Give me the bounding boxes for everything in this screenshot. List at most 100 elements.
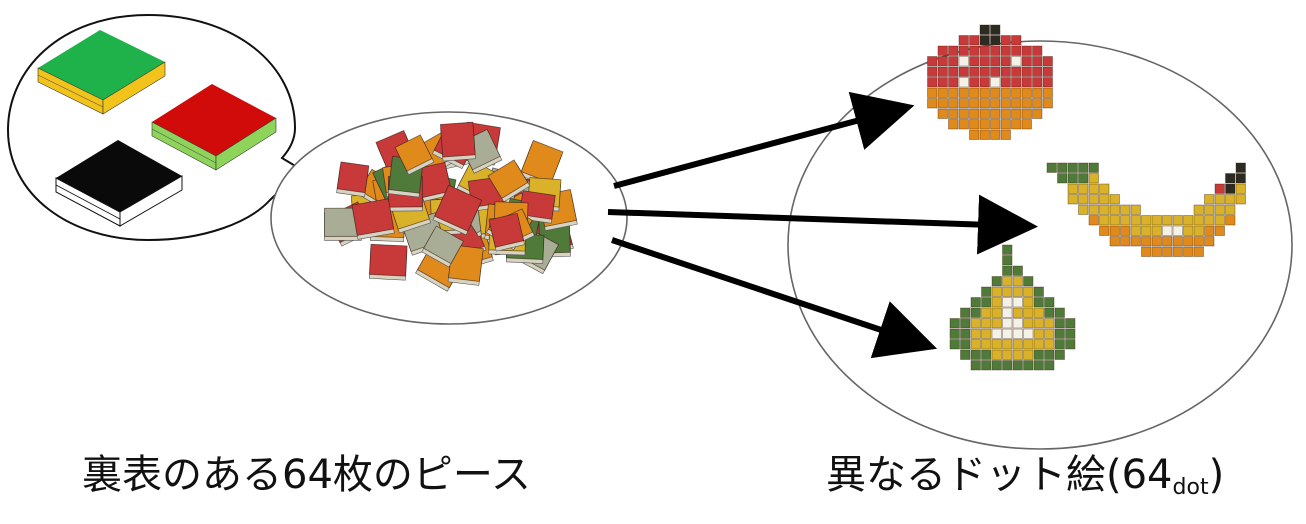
pixel-art-apple	[927, 24, 1053, 140]
pixel-tile	[1151, 215, 1162, 226]
pixel-tile	[1021, 108, 1032, 119]
pixel-tile	[1033, 360, 1044, 371]
pixel-tile	[960, 307, 971, 318]
pixel-tile	[1088, 162, 1099, 173]
pixel-tile	[1204, 225, 1215, 236]
pixel-tile	[1033, 339, 1044, 350]
pixel-tile	[958, 35, 969, 46]
pixel-tile	[1032, 77, 1043, 88]
pixel-tile	[1000, 77, 1011, 88]
pixel-tile	[1002, 286, 1013, 297]
pixel-tile	[1130, 225, 1141, 236]
pixel-tile	[979, 35, 990, 46]
pixel-tile	[1225, 194, 1236, 205]
pixel-tile	[1183, 236, 1194, 247]
pixel-tile	[1033, 286, 1044, 297]
arrow-to-apple	[613, 91, 915, 189]
pixel-tile	[991, 349, 1002, 360]
pixel-tile	[1235, 183, 1246, 194]
pixel-tile	[990, 87, 1001, 98]
pixel-tile	[1065, 318, 1076, 329]
pixel-tile	[958, 66, 969, 77]
piece-red-lightgreen	[151, 84, 277, 171]
pixel-tile	[948, 77, 959, 88]
pixel-tile	[958, 119, 969, 130]
pixel-tile	[958, 77, 969, 88]
pixel-tile	[1078, 204, 1089, 215]
pixel-tile	[969, 66, 980, 77]
pixel-tile	[991, 276, 1002, 287]
pixel-tile	[990, 108, 1001, 119]
pixel-tile	[1130, 236, 1141, 247]
pixel-tile	[1141, 225, 1152, 236]
pixel-tile	[1109, 194, 1120, 205]
pixel-tile	[1011, 87, 1022, 98]
pile-tile	[518, 190, 556, 224]
pixel-tile	[1054, 328, 1065, 339]
pixel-tile	[1235, 162, 1246, 173]
pixel-tile	[1183, 215, 1194, 226]
pixel-tile	[1044, 360, 1055, 371]
pixel-tile	[1088, 173, 1099, 184]
pixel-tile	[927, 98, 938, 109]
pixel-tile	[981, 328, 992, 339]
pixel-tile	[1021, 77, 1032, 88]
pixel-tile	[1002, 297, 1013, 308]
pixel-tile	[1225, 173, 1236, 184]
pixel-tile	[990, 24, 1001, 35]
pixel-tile	[1033, 307, 1044, 318]
pile-tile	[432, 184, 483, 236]
pixel-tile	[1172, 236, 1183, 247]
pixel-tile	[1193, 215, 1204, 226]
pixel-tile	[948, 119, 959, 130]
pixel-tile	[1002, 255, 1013, 266]
pixel-tile	[1078, 194, 1089, 205]
pixel-tile	[991, 328, 1002, 339]
pixel-tile	[948, 45, 959, 56]
pixel-tile	[991, 307, 1002, 318]
pixel-tile	[970, 297, 981, 308]
pixel-tile	[1033, 349, 1044, 360]
pixel-tile	[1002, 244, 1013, 255]
pixel-tile	[949, 339, 960, 350]
pixel-tile	[1011, 77, 1022, 88]
pixel-tile	[1078, 162, 1089, 173]
pixel-tile	[1023, 339, 1034, 350]
pixel-tile	[1012, 318, 1023, 329]
pixel-tile	[1021, 119, 1032, 130]
pixel-tile	[1044, 318, 1055, 329]
pixel-tile	[1141, 215, 1152, 226]
pixel-tile	[927, 56, 938, 67]
pixel-tile	[1067, 162, 1078, 173]
pixel-tile	[1042, 87, 1053, 98]
pixel-tile	[1012, 360, 1023, 371]
pixel-tile	[1120, 225, 1131, 236]
pixel-tile	[1088, 215, 1099, 226]
pixel-tile	[1193, 225, 1204, 236]
pixel-tile	[1067, 183, 1078, 194]
pixel-tile	[969, 77, 980, 88]
pixel-tile	[1193, 236, 1204, 247]
pixel-tile	[1023, 360, 1034, 371]
pixel-tile	[969, 129, 980, 140]
pixel-tile	[1120, 236, 1131, 247]
caption-dot-art-sub: dot	[1172, 475, 1209, 500]
pixel-tile	[1078, 183, 1089, 194]
pixel-tile	[1012, 297, 1023, 308]
pixel-tile	[1088, 204, 1099, 215]
pixel-tile	[1183, 246, 1194, 257]
pixel-tile	[981, 307, 992, 318]
pile-tile	[394, 134, 435, 176]
pixel-tile	[1023, 318, 1034, 329]
pixel-tile	[1162, 246, 1173, 257]
pixel-tile	[1109, 225, 1120, 236]
pixel-tile	[990, 98, 1001, 109]
pixel-tile	[1032, 45, 1043, 56]
pixel-tile	[1012, 286, 1023, 297]
arrow-to-banana	[607, 194, 1038, 255]
pixel-tile	[990, 56, 1001, 67]
caption-dot-art-main: 異なるドット絵(64	[826, 452, 1173, 498]
pixel-tile	[1042, 66, 1053, 77]
pixel-tile	[1214, 204, 1225, 215]
